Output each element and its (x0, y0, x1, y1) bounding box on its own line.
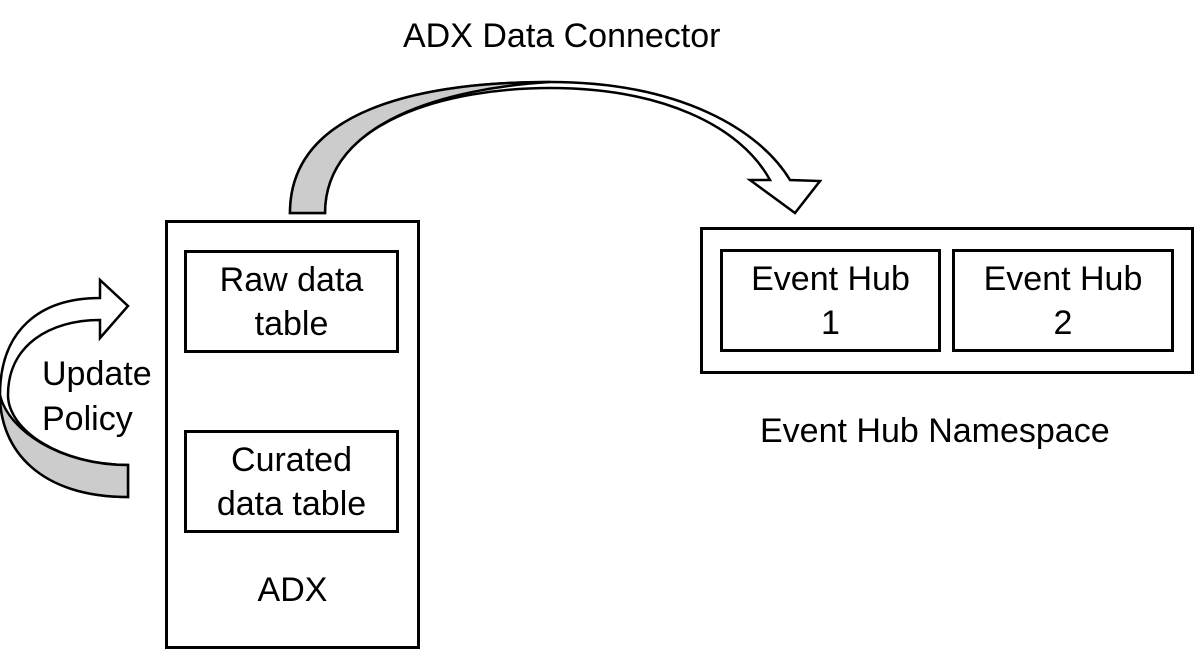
update-policy-label-line-1: Update (42, 355, 152, 393)
event-hub-1-line-1: Event Hub (751, 259, 910, 298)
curated-data-table-line-2: data table (216, 484, 367, 523)
event-hub-1: Event Hub 1 (720, 249, 941, 352)
event-hub-namespace: Event Hub 1 Event Hub 2 (700, 227, 1194, 374)
adx-container: Raw data table Curated data table ADX (165, 220, 420, 649)
raw-data-table: Raw data table (184, 250, 399, 353)
curated-data-table-line-1: Curated (231, 440, 352, 479)
raw-data-table-line-1: Raw data (219, 260, 364, 299)
event-hub-2-line-2: 2 (1053, 303, 1073, 342)
curated-data-table: Curated data table (184, 430, 399, 533)
adx-label: ADX (257, 571, 328, 609)
event-hub-namespace-label: Event Hub Namespace (760, 412, 1110, 450)
event-hub-2: Event Hub 2 (952, 249, 1174, 352)
connector-label: ADX Data Connector (403, 17, 721, 55)
update-policy-label-line-2: Policy (42, 400, 133, 438)
event-hub-2-line-1: Event Hub (983, 259, 1143, 298)
raw-data-table-line-2: table (254, 304, 329, 343)
connector-arrow (288, 80, 823, 215)
update-policy-arrow (0, 277, 130, 499)
event-hub-1-line-2: 1 (821, 303, 840, 342)
